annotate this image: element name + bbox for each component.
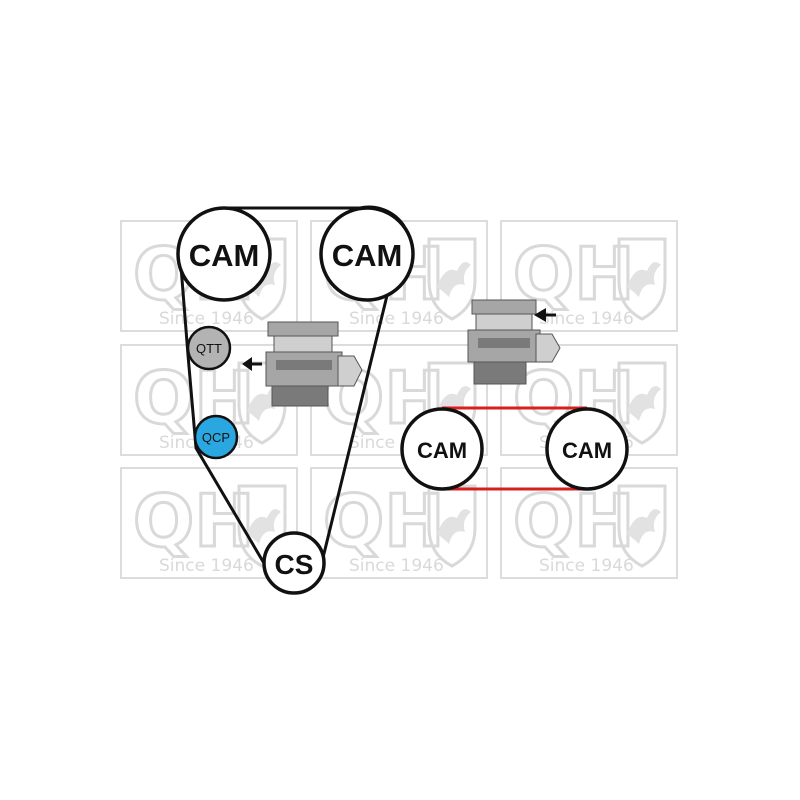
arrow-left-icon	[534, 308, 556, 322]
crankshaft-pulley: CS	[262, 531, 326, 595]
crankshaft-label: CS	[275, 549, 314, 580]
arrow-left-icon	[242, 357, 262, 371]
water-pump-label: QCP	[202, 430, 230, 445]
cam-pulley-right: CAM	[319, 206, 415, 302]
secondary-cam-pulley-left: CAM	[400, 407, 484, 491]
cam-pulley-left: CAM	[176, 206, 272, 302]
secondary-cam-pulley-right: CAM	[545, 407, 629, 491]
cam-pulley-left-label: CAM	[189, 238, 260, 273]
engine-block-icon	[265, 321, 363, 407]
secondary-cam-left-label: CAM	[417, 438, 467, 463]
water-pump-pulley: QCP	[193, 414, 239, 460]
tensioner-label: QTT	[196, 341, 222, 356]
secondary-cam-right-label: CAM	[562, 438, 612, 463]
engine-block-icon	[467, 299, 561, 385]
cam-chain	[442, 406, 587, 491]
cam-pulley-right-label: CAM	[332, 238, 403, 273]
tensioner-pulley: QTT	[186, 325, 232, 371]
